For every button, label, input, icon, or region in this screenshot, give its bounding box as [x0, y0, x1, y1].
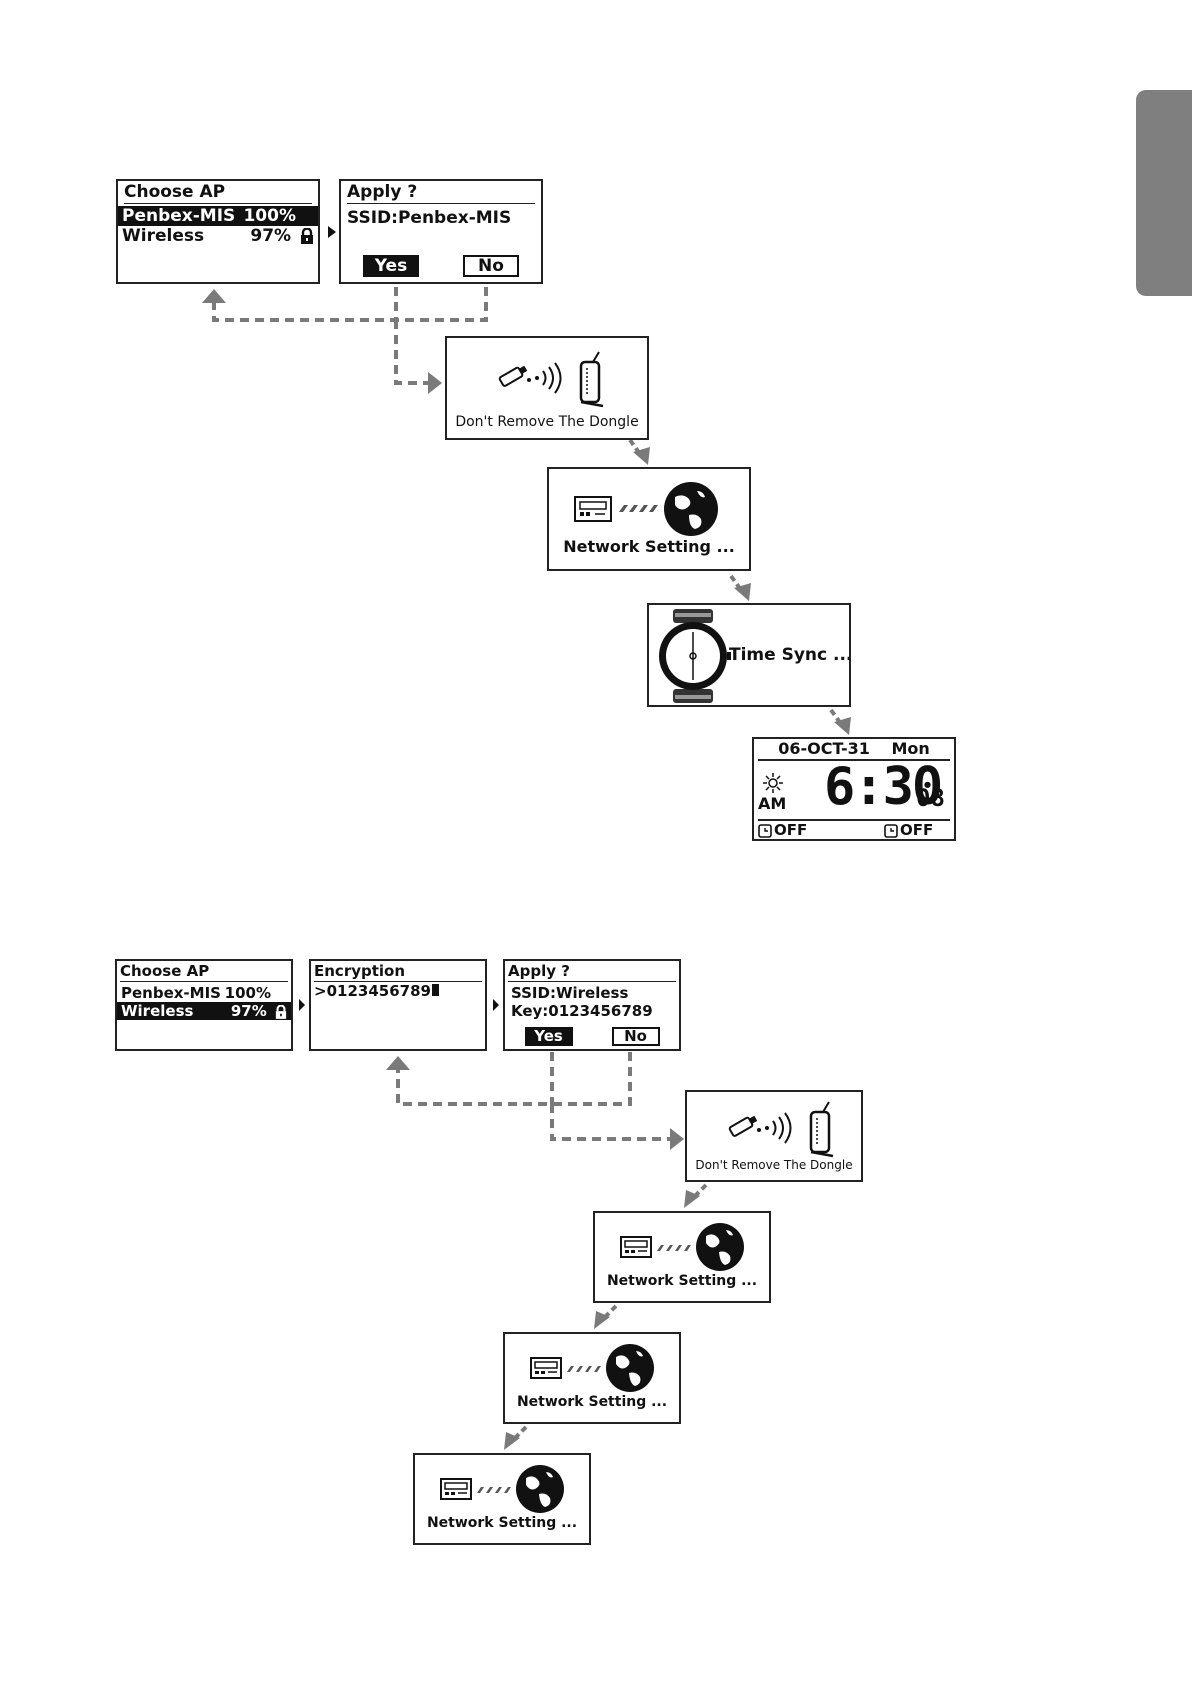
apply-title: Apply ? — [347, 181, 535, 204]
network-setting-screen: Network Setting ... — [547, 467, 751, 571]
network-setting-text-4: Network Setting ... — [426, 1515, 578, 1531]
time-sync-text: Time Sync ... — [729, 645, 851, 665]
router-icon — [579, 351, 604, 408]
choose-ap-screen-2: Choose AP Penbex-MIS 100% Wireless 97% — [115, 959, 293, 1051]
sun-icon — [763, 773, 783, 793]
apply-title-2: Apply ? — [508, 961, 676, 982]
dongle-screen-2: Don't Remove The Dongle — [685, 1090, 863, 1182]
network-setting-screen-3: Network Setting ... — [503, 1332, 681, 1424]
encryption-input[interactable]: >0123456789 — [314, 982, 431, 1000]
lock-icon-2 — [275, 1004, 287, 1019]
section-tab — [1136, 90, 1192, 296]
no-return-connector — [212, 287, 488, 322]
network-globe-icon-4 — [440, 1465, 564, 1513]
network-globe-icon-3 — [530, 1344, 654, 1392]
network-globe-icon-2 — [620, 1223, 744, 1271]
alarm2-status: OFF — [900, 821, 934, 839]
watch-icon — [659, 609, 731, 703]
network-setting-text-3: Network Setting ... — [516, 1394, 668, 1410]
network-setting-screen-2: Network Setting ... — [593, 1211, 771, 1303]
apply-screen: Apply ? SSID:Penbex-MIS Yes No — [339, 179, 543, 284]
time-sync-screen: Time Sync ... — [647, 603, 851, 707]
lock-icon — [301, 228, 313, 244]
yes-forward-connector-2 — [550, 1104, 670, 1141]
clock-seconds: 08 — [916, 784, 945, 812]
dongle-screen: Don't Remove The Dongle — [445, 336, 649, 440]
dongle-text-2: Don't Remove The Dongle — [695, 1158, 853, 1172]
key-text: Key:0123456789 — [511, 1002, 653, 1020]
network-item-wireless[interactable]: Wireless 97% — [118, 226, 318, 246]
clock-day: Mon — [891, 739, 930, 758]
forward-arrowhead — [428, 372, 442, 394]
choose-ap-screen: Choose AP Penbex-MIS 100% Wireless 97% — [116, 179, 320, 284]
network-item-penbex[interactable]: Penbex-MIS 100% — [118, 206, 318, 226]
yes-forward-connector — [394, 320, 428, 385]
clock-ampm: AM — [758, 794, 787, 813]
choose-ap-title-2: Choose AP — [120, 961, 288, 982]
network-item-penbex-2[interactable]: Penbex-MIS 100% — [121, 984, 271, 1002]
dongle-icon — [498, 351, 604, 408]
apply-screen-2: Apply ? SSID:Wireless Key:0123456789 Yes… — [503, 959, 681, 1051]
clock-time: 6:30 — [824, 757, 943, 817]
router-icon-2 — [809, 1101, 834, 1158]
network-setting-text: Network Setting ... — [563, 537, 735, 556]
encryption-title: Encryption — [314, 961, 482, 982]
return-arrowhead-2 — [386, 1056, 410, 1070]
alarm1-status: OFF — [774, 821, 808, 839]
ssid-text-2: SSID:Wireless — [511, 984, 629, 1002]
network-item-wireless-2[interactable]: Wireless 97% — [117, 1002, 291, 1020]
choose-ap-title: Choose AP — [124, 181, 312, 204]
alarm-clock-icon-2 — [884, 824, 898, 838]
yes-button-2[interactable]: Yes — [524, 1027, 573, 1046]
ssid-text: SSID:Penbex-MIS — [347, 208, 512, 228]
no-button[interactable]: No — [463, 255, 519, 277]
forward-arrowhead-2 — [670, 1128, 684, 1150]
clock-date: 06-OCT-31 — [778, 739, 870, 758]
clock-screen: 06-OCT-31 Mon AM 6:30 08 OFF OFF — [752, 737, 956, 841]
return-arrowhead — [202, 289, 226, 303]
alarm-clock-icon — [758, 824, 772, 838]
dongle-icon-2 — [728, 1101, 834, 1158]
network-setting-text-2: Network Setting ... — [606, 1273, 758, 1289]
network-globe-icon — [574, 482, 718, 536]
no-return-connector-2 — [396, 1052, 632, 1106]
network-setting-screen-4: Network Setting ... — [413, 1453, 591, 1545]
encryption-screen: Encryption >0123456789 — [309, 959, 487, 1051]
text-cursor — [431, 984, 439, 996]
dongle-text: Don't Remove The Dongle — [455, 414, 639, 430]
yes-button[interactable]: Yes — [363, 255, 419, 277]
no-button-2[interactable]: No — [611, 1027, 660, 1046]
